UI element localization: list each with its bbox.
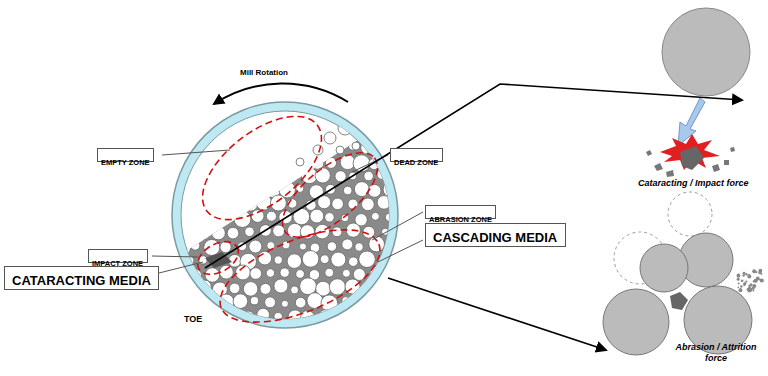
caption-label: Abrasion / Attrition force [668,342,764,364]
zone-label: CASCADING MEDIA [433,231,557,246]
zone-label-box: CATARACTING MEDIA [4,266,159,290]
zone-label: EMPTY ZONE [101,159,150,168]
abrasion-balls [603,192,764,355]
zone-label-box: EMPTY ZONE [97,148,154,162]
pointer-arrow [388,278,606,350]
zone-label-box: CASCADING MEDIA [425,223,566,247]
impact-burst [660,134,720,170]
caption-label: Cataracting / Impact force [638,178,749,189]
region-label: TOE [184,314,202,325]
zone-label-box: IMPACT ZONE [88,249,148,263]
caption-label: Mill Rotation [240,68,288,78]
slurry [160,100,420,340]
rotation-arrow [214,84,348,104]
rock [680,146,704,170]
falling-ball [662,8,750,96]
mill-interior [181,111,389,319]
fragments [646,147,735,177]
zone-label-box: DEAD ZONE [390,148,443,162]
zone-outlines [185,97,393,342]
pointer-arrow [205,84,742,268]
zone-label: DEAD ZONE [394,159,438,168]
zone-label: CATARACTING MEDIA [12,274,151,289]
zone-label-box: ABRASION ZONE [425,205,496,219]
leader-lines [127,150,423,281]
